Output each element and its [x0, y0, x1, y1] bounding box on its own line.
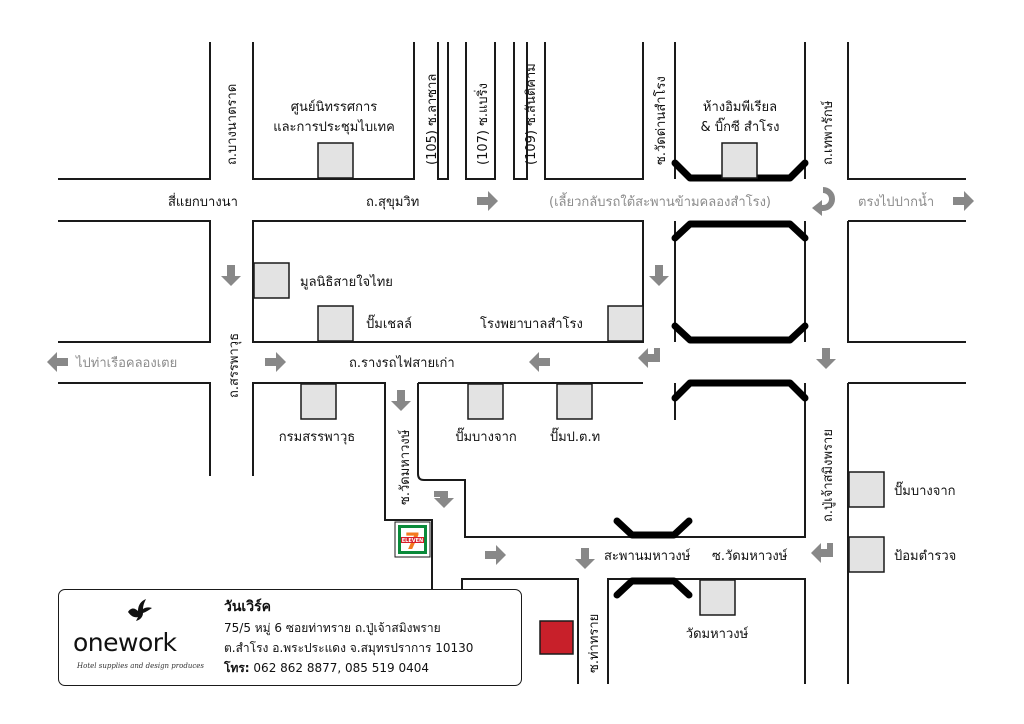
place-label-police-box: ป้อมตำรวจ — [894, 549, 956, 564]
u-turn-arrow-icon — [812, 187, 835, 216]
phone-numbers: 062 862 8877, 085 519 0404 — [249, 661, 430, 675]
arrow-icon — [649, 265, 669, 286]
place-label-bangchak-1: ปั๊มบางจาก — [455, 427, 517, 445]
direction-label-to-khlong-toei-pier: ไปท่าเรือคลองเตย — [75, 355, 177, 371]
arrow-icon — [953, 191, 974, 211]
arrow-icon — [477, 191, 498, 211]
arrow-icon — [816, 348, 836, 369]
shop-name: วันเวิร์ค — [224, 599, 271, 615]
place-label-thai-heart: มูลนิธิสายใจไทย — [300, 274, 393, 290]
place-label-ptt: ปั๊มป.ต.ท — [550, 427, 600, 445]
destination-marker — [539, 620, 574, 655]
road-label-soi-wat-mahawong-horizontal: ซ.วัดมหาวงษ์ — [712, 548, 788, 564]
building-samrong-hospital — [607, 305, 644, 342]
building-thai-heart-foundation — [253, 262, 290, 299]
place-label-shell: ปั๊มเชลล์ — [366, 314, 412, 332]
place-label-hospital: โรงพยาบาลสำโรง — [480, 316, 583, 332]
building-imperial-mall — [721, 142, 758, 179]
road-label-bang-na-trat: ถ.บางนาตราด — [225, 84, 240, 165]
arrow-icon — [485, 545, 506, 565]
arrow-icon — [434, 491, 454, 508]
building-convention-center — [317, 142, 354, 179]
direction-label-u-turn: (เลี้ยวกลับรถใต้สะพานข้ามคลองสำโรง) — [549, 192, 771, 210]
seven-eleven-icon: 7 ELEVEN — [394, 521, 431, 558]
bridge-marker — [671, 220, 809, 242]
place-label-ordnance: กรมสรรพาวุธ — [279, 430, 355, 445]
bridge-marker — [613, 517, 693, 539]
building-ordnance-dept — [300, 383, 337, 420]
road-label-soi-107: (107) ซ.แบริ่ง — [474, 83, 491, 165]
arrow-icon — [811, 543, 833, 563]
building-shell-station — [317, 305, 354, 342]
place-label-imperial-line2: & บิ๊กซี สำโรง — [701, 117, 780, 135]
buildings — [253, 142, 885, 655]
building-police-box — [848, 536, 885, 573]
arrow-icon — [529, 352, 550, 372]
arrow-icon — [391, 390, 411, 411]
place-label-saphan-mahawong: สะพานมหาวงษ์ — [604, 548, 691, 564]
road-label-soi-105: (105) ซ.ลาซาล — [425, 74, 440, 165]
bridge-marker — [613, 577, 693, 599]
road-label-soi-wat-mahawong-vertical: ซ.วัดมหาวงษ์ — [397, 429, 413, 505]
bird-icon — [128, 599, 152, 621]
direction-label-bangna-intersection: สี่แยกบางนา — [168, 193, 238, 210]
bridge-markers — [613, 159, 809, 599]
place-label-imperial-line1: ห้างอิมพีเรียล — [703, 99, 777, 115]
building-bangchak-station-2 — [848, 471, 885, 508]
arrow-icon — [221, 265, 241, 286]
road-label-sukhumvit: ถ.สุขุมวิท — [366, 195, 419, 210]
map-labels: ถ.บางนาตราด (105) ซ.ลาซาล (107) ซ.แบริ่ง… — [75, 63, 956, 673]
info-card: onework Hotel supplies and design produc… — [58, 589, 522, 686]
place-label-bangchak-2: ปั๊มบางจาก — [894, 481, 956, 499]
brand-name: onework — [73, 628, 177, 657]
road-label-pu-chao-saming-phrai: ถ.ปู่เจ้าสมิงพราย — [821, 429, 836, 522]
seven-eleven-word: ELEVEN — [402, 538, 424, 544]
arrow-icon — [575, 548, 595, 569]
address-line-1: 75/5 หมู่ 6 ซอยท่าทราย ถ.ปู่เจ้าสมิงพราย — [224, 621, 441, 635]
phone-line: โทร: 062 862 8877, 085 519 0404 — [224, 659, 429, 678]
building-ptt-station — [556, 383, 593, 420]
brand-tagline: Hotel supplies and design produces — [77, 662, 204, 670]
road-label-rang-rot-fai: ถ.รางรถไฟสายเก่า — [349, 355, 455, 371]
road-label-soi-wat-dan-samrong: ซ.วัดด่านสำโรง — [653, 76, 669, 165]
arrow-icon — [265, 352, 286, 372]
phone-label: โทร: — [224, 661, 250, 675]
road-label-sapphawut: ถ.สรรพาวุธ — [227, 333, 242, 398]
arrow-icon — [638, 348, 660, 368]
place-label-convention-line1: ศูนย์นิทรรศการ — [291, 99, 378, 115]
direction-label-to-paknam: ตรงไปปากน้ำ — [858, 192, 934, 210]
road-label-soi-109: (109) ซ.สันติคาม — [524, 63, 539, 165]
road-label-thepharak: ถ.เทพารักษ์ — [820, 100, 836, 165]
address-line-2: ต.สำโรง อ.พระประแดง จ.สมุทรปราการ 10130 — [224, 641, 474, 655]
bridge-marker — [671, 322, 809, 344]
direction-arrows — [47, 187, 974, 569]
arrow-icon — [47, 352, 68, 372]
building-bangchak-station-1 — [467, 383, 504, 420]
road-label-soi-tha-sai: ซ.ท่าทราย — [587, 614, 602, 673]
bridge-marker — [671, 379, 809, 402]
place-label-convention-line2: และการประชุมไบเทค — [273, 119, 395, 135]
place-label-wat-mahawong: วัดมหาวงษ์ — [686, 626, 749, 642]
building-wat-mahawong — [699, 579, 736, 616]
